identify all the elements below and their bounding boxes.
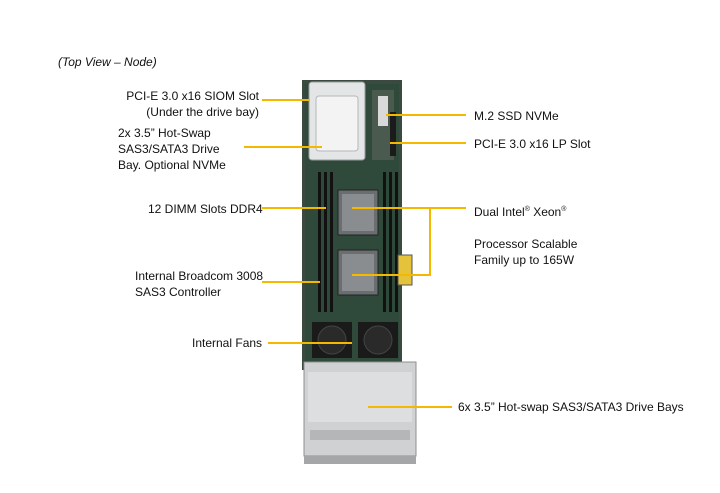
label-cpu-line1: Dual Intel [474,205,525,219]
registered-mark: ® [524,206,530,213]
label-drive-bay: 2x 3.5” Hot-Swap SAS3/SATA3 Drive Bay. O… [118,126,226,172]
registered-mark-2: ® [561,206,567,213]
label-cpu-line1b: Xeon [529,205,562,219]
diagram-caption: (Top View – Node) [58,55,157,69]
cpu-sockets [337,189,379,296]
label-internal-fans: Internal Fans [192,336,263,350]
label-m2-ssd: M.2 SSD NVMe [474,109,559,123]
label-broadcom: Internal Broadcom 3008 SAS3 Controller [135,269,264,299]
callout-cpu [352,207,466,276]
label-dimm-slots: 12 DIMM Slots DDR4 [148,202,263,216]
label-cpu-rest: Processor Scalable Family up to 165W [474,237,578,267]
internal-fans [312,322,398,358]
server-node-board [302,80,417,464]
label-cpu: Dual Intel® Xeon® Processor Scalable Fam… [474,186,577,268]
broadcom-controller [397,254,413,286]
label-drive-bays: 6x 3.5” Hot-swap SAS3/SATA3 Drive Bays [458,400,684,414]
callout-lines [244,99,466,408]
label-siom-slot: PCI-E 3.0 x16 SIOM Slot (Under the drive… [126,89,259,119]
dimm-slots [318,172,398,312]
drive-bays-bottom [303,361,417,464]
label-pcie-lp-slot: PCI-E 3.0 x16 LP Slot [474,137,591,151]
